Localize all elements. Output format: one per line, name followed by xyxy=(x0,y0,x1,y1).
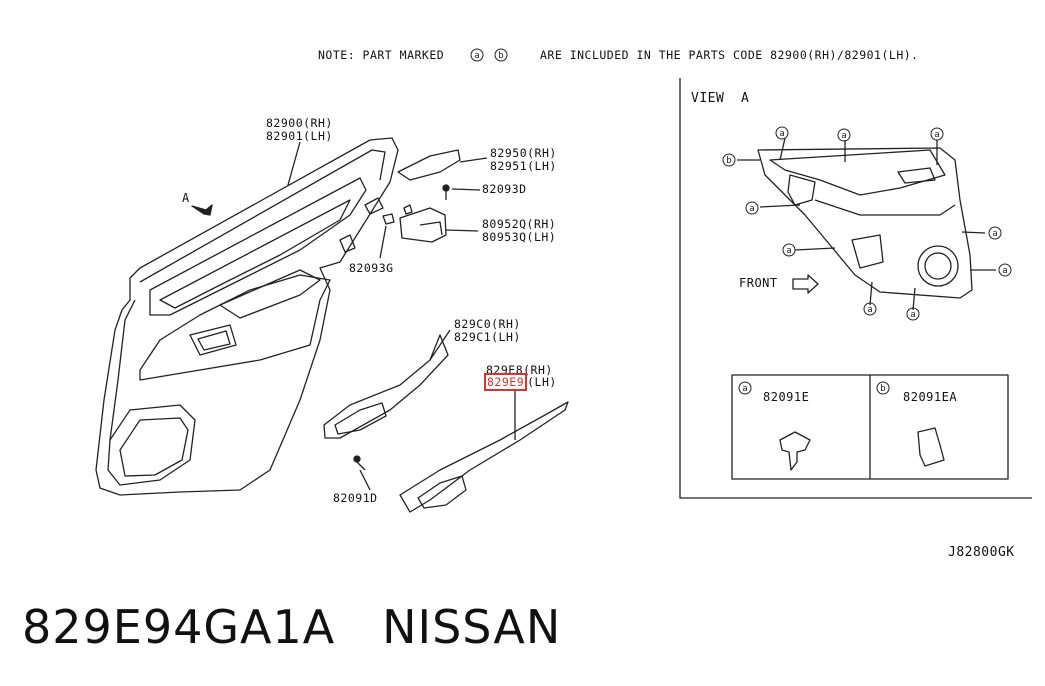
svg-text:a: a xyxy=(934,130,939,140)
highlighted-part-code[interactable]: 829E9 xyxy=(484,373,528,391)
svg-text:b: b xyxy=(726,156,731,166)
bracket-80952q xyxy=(399,207,447,243)
part-829c0-rh: 829C0(RH) xyxy=(454,317,521,331)
note-mark-b: b xyxy=(498,51,503,61)
svg-text:a: a xyxy=(841,131,846,141)
svg-text:a: a xyxy=(779,129,784,139)
footer-title: 829E94GA1A NISSAN xyxy=(22,600,561,654)
door-trim-panel xyxy=(95,137,399,496)
svg-text:a: a xyxy=(786,246,791,256)
part-82093d: 82093D xyxy=(482,182,527,196)
svg-text:a: a xyxy=(1002,266,1007,276)
diagram-code: J82800GK xyxy=(948,545,1015,560)
svg-text:a: a xyxy=(867,305,872,315)
footer-part-number: 829E94GA1A xyxy=(22,600,336,654)
svg-text:a: a xyxy=(749,204,754,214)
part-82093g: 82093G xyxy=(349,261,394,275)
view-a-panel xyxy=(757,147,973,299)
svg-text:a: a xyxy=(992,229,997,239)
part-829e8-rh: 829E8(RH) xyxy=(486,363,553,377)
legend-mark-a: a xyxy=(742,384,747,394)
upper-trim-82950 xyxy=(397,149,461,181)
part-82950-rh: 82950(RH) xyxy=(490,146,557,160)
svg-text:a: a xyxy=(910,310,915,320)
part-80953q-lh: 80953Q(LH) xyxy=(482,230,557,244)
legend-code-82091ea: 82091EA xyxy=(903,390,958,404)
part-82951-lh: 82951(LH) xyxy=(490,159,557,173)
part-829c1-lh: 829C1(LH) xyxy=(454,330,521,344)
legend-mark-b: b xyxy=(880,384,885,394)
note-text: NOTE: PART MARKED xyxy=(318,48,445,62)
part-829e9-lh[interactable]: 829E9(LH) xyxy=(484,373,557,391)
note-mark-a: a xyxy=(474,51,479,61)
part-82901-lh: 82901(LH) xyxy=(266,129,333,143)
finisher-829c0 xyxy=(323,334,449,439)
part-80952q-rh: 80952Q(RH) xyxy=(482,217,557,231)
part-82900-rh: 82900(RH) xyxy=(266,116,333,130)
legend-code-82091e: 82091E xyxy=(763,390,810,404)
footer-brand: NISSAN xyxy=(382,600,562,654)
part-82091d: 82091D xyxy=(333,491,378,505)
front-label: FRONT xyxy=(739,276,778,290)
view-a-title: VIEW A xyxy=(691,91,750,106)
note-suffix: ARE INCLUDED IN THE PARTS CODE 82900(RH)… xyxy=(540,48,919,62)
view-arrow-label: A xyxy=(182,191,190,205)
finisher-829e8 xyxy=(399,401,569,513)
